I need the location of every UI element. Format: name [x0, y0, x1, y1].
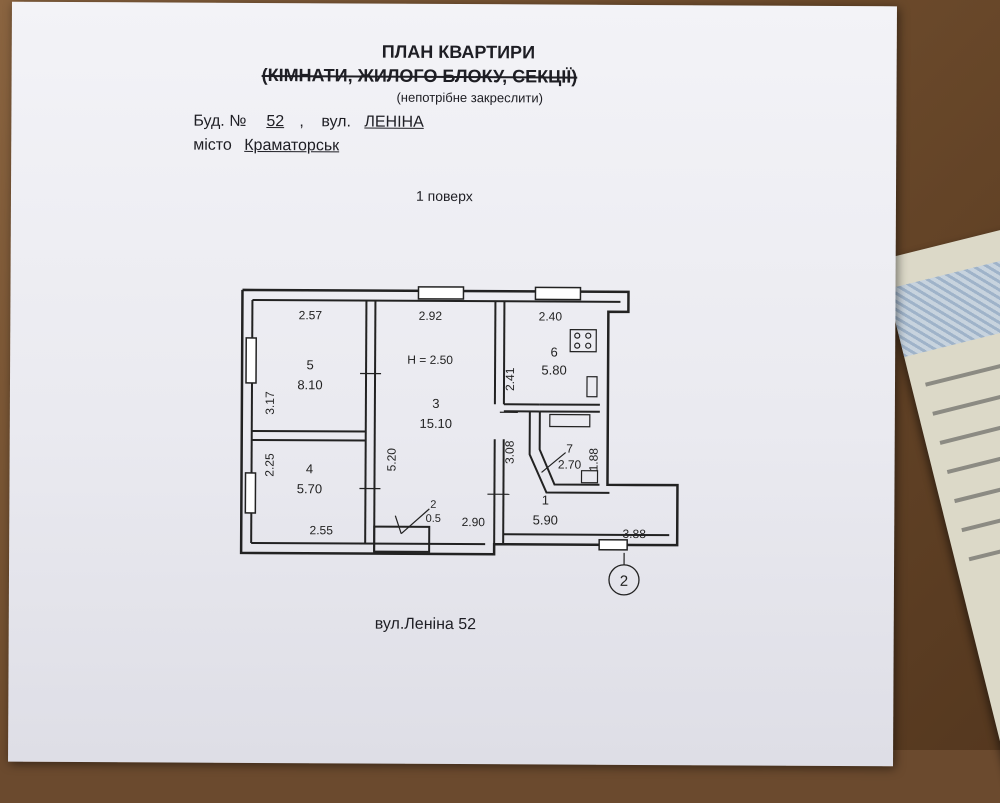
- dim-2-25: 2.25: [263, 453, 277, 477]
- dim-3-17: 3.17: [263, 391, 277, 415]
- room-5-number: 5: [306, 357, 313, 372]
- address-caption: вул.Леніна 52: [375, 616, 476, 635]
- ceiling-height-label: H = 2.50: [407, 353, 453, 367]
- dim-2-41: 2.41: [503, 367, 517, 391]
- document-ornament-band: [887, 246, 1000, 357]
- room-6-number: 6: [551, 345, 558, 360]
- room-3-number: 3: [432, 396, 439, 411]
- dim-2-55: 2.55: [310, 523, 334, 537]
- room-2-number: 2: [430, 499, 436, 511]
- bathtub-icon: [550, 415, 590, 427]
- room-4-area: 5.70: [297, 481, 322, 496]
- dim-5-20: 5.20: [385, 448, 399, 472]
- document-text-line: [925, 346, 1000, 386]
- dim-3-08: 3.08: [503, 440, 517, 464]
- room-7-area: 2.70: [558, 458, 582, 472]
- dim-1-88: 1.88: [587, 448, 601, 472]
- axis-marker-label: 2: [620, 573, 628, 590]
- dim-2-90: 2.90: [462, 515, 486, 529]
- room-3-area: 15.10: [419, 416, 452, 431]
- stove-icon: [570, 330, 596, 352]
- room-5-area: 8.10: [297, 377, 322, 392]
- room-1-area: 5.90: [533, 512, 558, 527]
- floor-plan-sheet: ПЛАН КВАРТИРИ (КІМНАТИ, ЖИЛОГО БЛОКУ, СЕ…: [8, 2, 897, 767]
- room-2-area: 0.5: [426, 513, 441, 525]
- plan-walls: [241, 290, 678, 555]
- dim-2-92: 2.92: [419, 309, 443, 323]
- room-1-number: 1: [542, 492, 549, 507]
- sink-icon: [587, 377, 597, 397]
- dim-3-88: 3.88: [623, 527, 647, 541]
- plan-fixtures: [359, 329, 598, 535]
- toilet-icon: [581, 471, 597, 483]
- floor-plan-drawing: 2 H = 2.50 5 8.10 4 5.70 3 15.10 6 5.80 …: [8, 2, 897, 767]
- room-6-area: 5.80: [541, 362, 566, 377]
- dim-2-40: 2.40: [539, 309, 563, 323]
- dim-2-57: 2.57: [299, 308, 323, 322]
- room-7-number: 7: [566, 442, 573, 456]
- room-4-number: 4: [306, 461, 313, 476]
